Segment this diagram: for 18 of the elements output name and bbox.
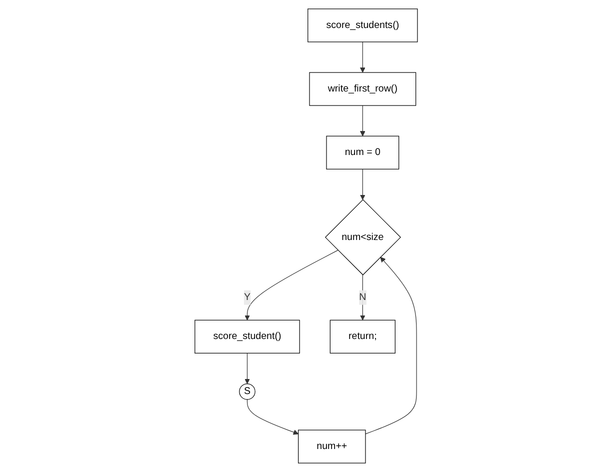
arrow <box>244 352 250 384</box>
edge-label: Y <box>244 292 250 302</box>
arrow <box>365 256 417 434</box>
arrow <box>360 42 366 73</box>
arrow <box>360 168 366 200</box>
node-circle: S <box>238 383 256 400</box>
arrow <box>360 105 366 136</box>
node-box: return; <box>330 320 396 354</box>
node-diamond: num<size <box>324 199 401 276</box>
edge-label: N <box>358 292 366 302</box>
node-box: num = 0 <box>326 136 399 170</box>
arrow <box>244 250 338 320</box>
node-box: score_students() <box>307 8 418 42</box>
node-box: score_student() <box>194 320 300 354</box>
arrow <box>246 399 298 435</box>
arrow <box>360 274 366 320</box>
node-box: write_first_row() <box>309 72 416 106</box>
node-box: num++ <box>298 430 366 464</box>
